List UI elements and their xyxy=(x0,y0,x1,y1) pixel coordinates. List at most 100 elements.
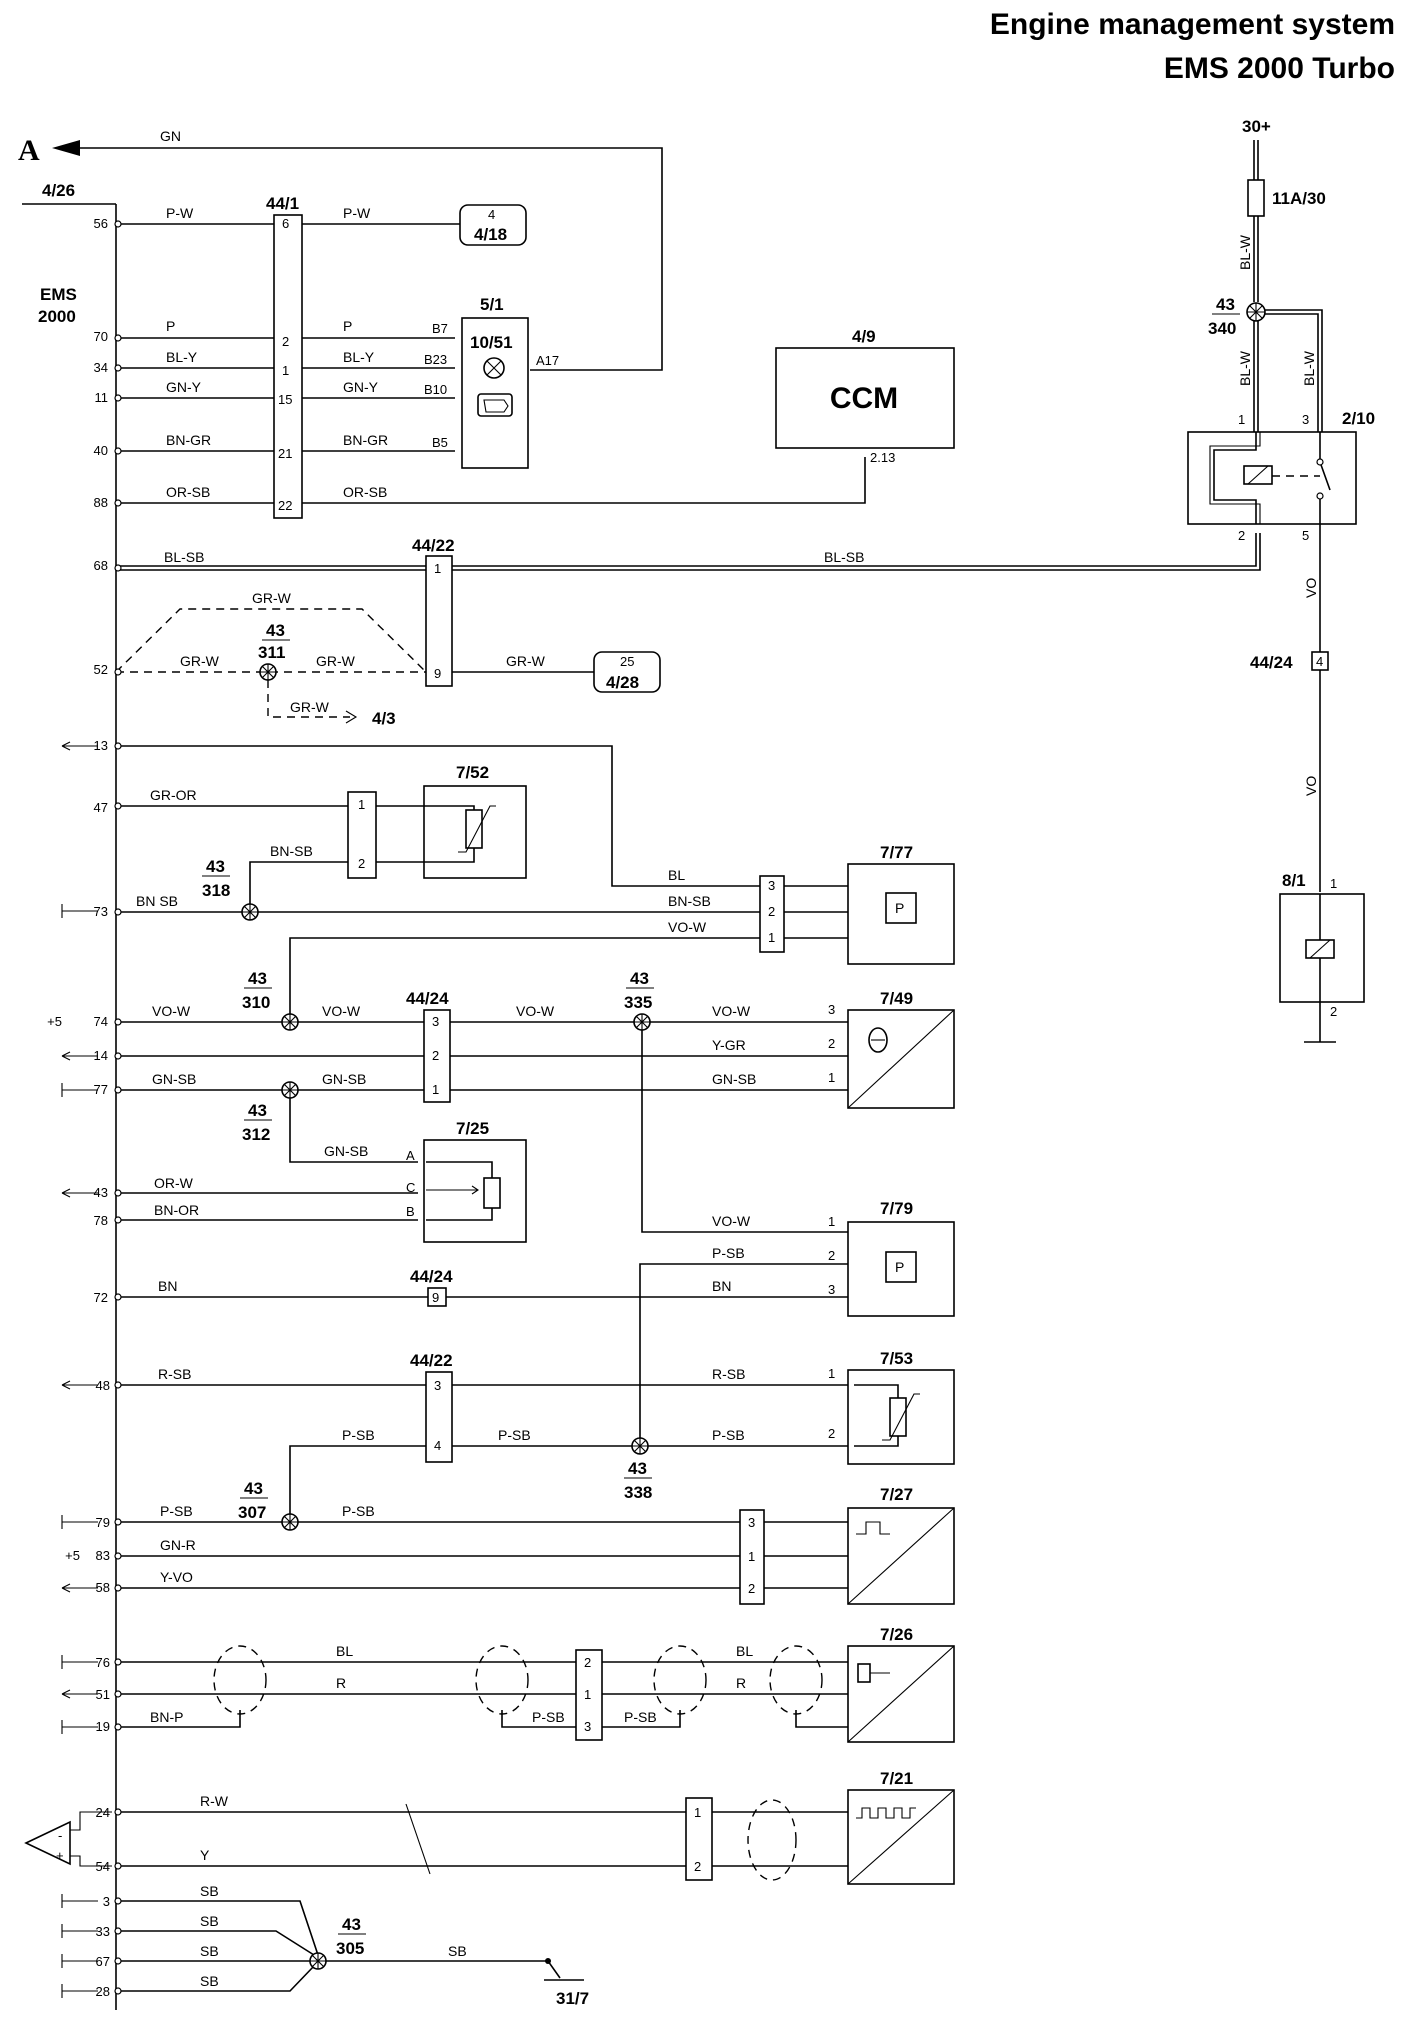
fuse-icon xyxy=(1247,179,1265,217)
wire-7-25-internal xyxy=(426,1161,493,1221)
splice-top: 43 xyxy=(342,1915,361,1934)
wire-label: R-SB xyxy=(158,1366,191,1382)
diagram-mark: 3 xyxy=(748,1515,755,1530)
wire-label: BL-Y xyxy=(343,349,375,365)
wire-label: VO xyxy=(1303,776,1319,796)
diagram-mark xyxy=(114,1658,122,1666)
wire-7-53-internal xyxy=(854,1384,899,1447)
diagram-mark xyxy=(885,1251,917,1283)
diagram-mark xyxy=(114,1584,122,1592)
diagram-mark xyxy=(114,1927,122,1935)
diagram-mark xyxy=(465,809,483,849)
diagram-mark: 9 xyxy=(434,666,441,681)
wire-label: BL xyxy=(736,1643,753,1659)
wire-label: GR-W xyxy=(180,653,220,669)
wire-7-77-pins xyxy=(784,885,848,939)
diagram-mark: B5 xyxy=(432,435,448,450)
wire-label: VO-W xyxy=(712,1213,751,1229)
diagram-mark: C xyxy=(406,1180,415,1195)
ground-point-icon xyxy=(545,1958,551,1964)
splice-bottom: 310 xyxy=(242,993,270,1012)
amplifier-icon: - + xyxy=(24,1811,112,1867)
wire-label: P-SB xyxy=(532,1709,565,1725)
diagram-mark xyxy=(114,1518,122,1526)
diagram-mark: 1 xyxy=(434,561,441,576)
shield-icon xyxy=(747,1799,797,1881)
relay-switch-icon xyxy=(1316,432,1331,524)
fuse-label: 11A/30 xyxy=(1272,189,1326,208)
component-4-9-label: 4/9 xyxy=(852,327,876,346)
diagram-mark xyxy=(114,1052,122,1060)
diagram-mark xyxy=(114,1957,122,1965)
wire-label: GN-Y xyxy=(166,379,202,395)
splice-307-icon xyxy=(281,1513,299,1531)
ecu-pin: 67 xyxy=(96,1954,110,1969)
wire-label: SB xyxy=(200,1973,219,1989)
diagram-mark xyxy=(61,1583,98,1593)
wire-label: GR-W xyxy=(316,653,356,669)
connector-7-26 xyxy=(575,1649,603,1741)
pulse-train-icon xyxy=(856,1807,916,1819)
wire-label: Y-GR xyxy=(712,1037,746,1053)
wire-label: SB xyxy=(200,1883,219,1899)
diagram-mark xyxy=(1309,939,1331,959)
diagram-mark xyxy=(1247,303,1265,321)
diagram-mark xyxy=(458,805,496,853)
splice-top: 43 xyxy=(248,969,267,988)
splice-318-icon xyxy=(241,903,259,921)
diagram-mark: 3 xyxy=(434,1378,441,1393)
wire-label: BL xyxy=(336,1643,353,1659)
ecu-pin: 58 xyxy=(96,1580,110,1595)
diagram-mark: 1 xyxy=(694,1805,701,1820)
diagram-mark xyxy=(114,742,122,750)
diagram-mark xyxy=(847,1009,955,1109)
diagram-mark xyxy=(1316,492,1324,500)
shield-icons xyxy=(213,1645,823,1715)
wire-label: GN-R xyxy=(160,1537,196,1553)
diagram-mark xyxy=(114,1897,122,1905)
splice-305-icon xyxy=(309,1952,327,1970)
splice-top: 43 xyxy=(630,969,649,988)
ref-4-3: 4/3 xyxy=(372,709,396,728)
diagram-mark xyxy=(61,1380,98,1390)
ccm-pin-label: 2.13 xyxy=(870,450,895,465)
component-8-1-label: 8/1 xyxy=(1282,871,1306,890)
wire-bl-w-right xyxy=(1265,309,1323,432)
diagram-mark xyxy=(24,1820,71,1866)
wire-gr-or xyxy=(116,805,475,810)
warning-lamp-icon xyxy=(483,357,505,379)
connector-44-1-label: 44/1 xyxy=(266,194,299,213)
wire-label: VO-W xyxy=(152,1003,191,1019)
diagram-mark: 1 xyxy=(1330,876,1337,891)
ref-4-18-top: 4 xyxy=(488,207,495,222)
component-10-51-label: 10/51 xyxy=(470,333,513,352)
wire-label: OR-W xyxy=(154,1175,194,1191)
component-7-77-label: 7/77 xyxy=(880,843,913,862)
ecu-pin: 88 xyxy=(94,495,108,510)
diagram-mark xyxy=(882,1393,920,1441)
diagram-mark: 1 xyxy=(432,1082,439,1097)
component-7-27-label: 7/27 xyxy=(880,1485,913,1504)
ecu-pin: 40 xyxy=(94,443,108,458)
diagram-mark xyxy=(847,1789,955,1885)
connector-44-22b xyxy=(425,1371,453,1463)
diagram-mark xyxy=(61,1954,98,1968)
splice-bottom: 340 xyxy=(1208,319,1236,338)
ecu-pin: 48 xyxy=(96,1378,110,1393)
diagram-mark xyxy=(847,1645,955,1743)
connector-44-24-label: 44/24 xyxy=(406,989,449,1008)
diagram-mark xyxy=(61,1894,98,1908)
ref-4-18: 4/18 xyxy=(474,225,507,244)
ecu-pin: 52 xyxy=(94,662,108,677)
wire-gn-sb-7-25 xyxy=(289,1098,418,1163)
splice-335-icon xyxy=(633,1013,651,1031)
connector-44-22-top xyxy=(425,555,453,687)
wire-gr-w-branch xyxy=(267,680,350,718)
diagram-mark xyxy=(61,1188,98,1198)
relay-2-10-label: 2/10 xyxy=(1342,409,1375,428)
wire-sb-28 xyxy=(116,1965,315,1992)
diagram-mark xyxy=(70,1811,112,1867)
throttle-sensor-icon xyxy=(868,1027,888,1053)
wire-gn xyxy=(80,147,663,371)
arrow-label-a: A xyxy=(18,134,40,167)
